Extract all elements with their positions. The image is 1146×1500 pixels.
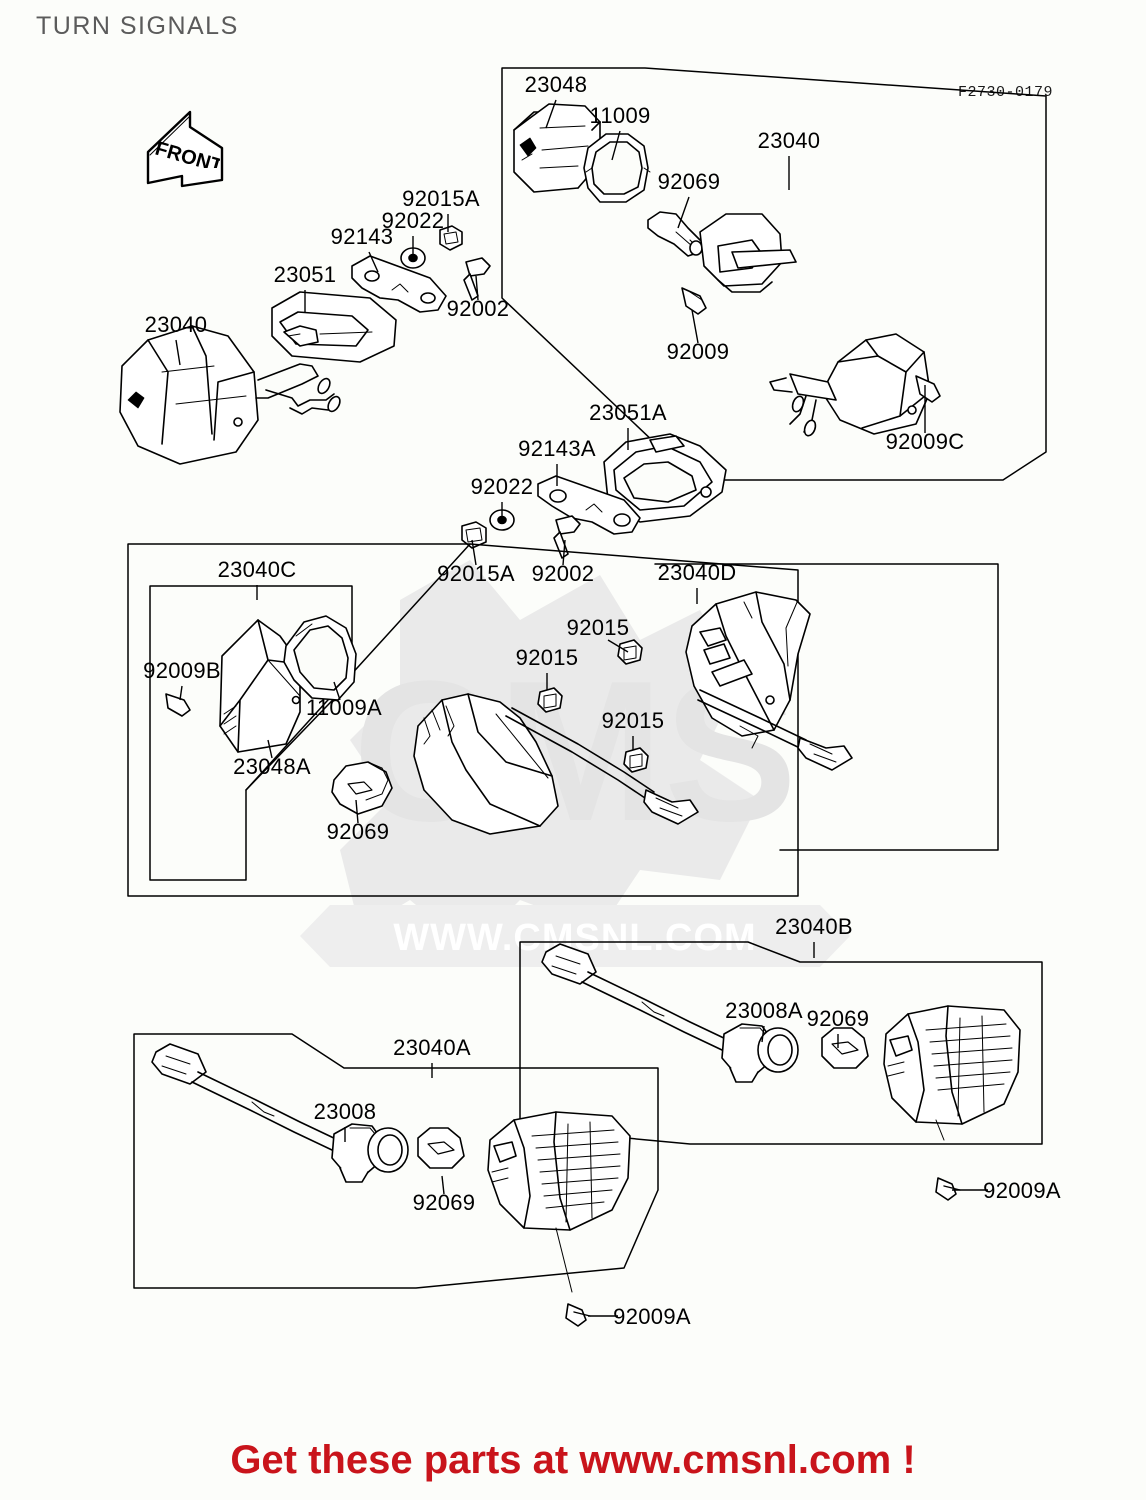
part-23040D-assembly [685,591,853,771]
part-number-label-92009a: 92009A [613,1304,691,1329]
part-number-label-92009a: 92009A [983,1178,1061,1203]
leader-line-92015a [471,539,477,566]
part-23048A-lens [219,619,301,753]
part-23040-lamp-body [769,333,931,437]
part-number-label-92069: 92069 [412,1190,476,1215]
part-number-label-23040d: 23040D [657,560,737,585]
leader-line-23040 [175,339,181,366]
part-number-label-23048a: 23048A [233,754,311,779]
part-number-label-92022: 92022 [381,208,445,233]
part-23040B-lamp [883,1005,1021,1141]
part-92009A-screw-right [935,1177,961,1201]
part-92069-bulb-middle [331,761,393,815]
part-number-label-23040: 23040 [757,128,821,153]
footer-promo-banner: Get these parts at www.cmsnl.com ! [230,1438,916,1482]
part-23008A-socket [721,1023,799,1083]
part-11009-gasket [583,133,651,203]
part-92069-bulb-B [821,1027,869,1069]
leader-line-92069 [677,196,690,229]
leader-line-92069 [355,799,359,824]
part-92015A-nut-middle [461,521,487,549]
leader-line-92009b [179,685,183,701]
part-number-label-92009b: 92009B [143,658,221,683]
part-92069-bulb-top [647,211,703,257]
part-92015-nut-c [623,747,649,773]
part-92009-screw [681,287,707,315]
leader-line-23008a [761,1025,765,1043]
part-number-label-11009a: 11009A [305,695,383,720]
part-number-label-92002: 92002 [531,561,595,586]
page-title: TURN SIGNALS [36,12,239,40]
part-wire-connector-middle [505,707,699,825]
group-box-23040A [133,1033,659,1289]
part-92009C-screw [915,375,941,403]
leader-line-92143 [368,251,379,273]
part-92015-nut-a [617,639,643,665]
part-number-label-92143a: 92143A [518,436,596,461]
part-wire-connector-A [151,1043,339,1151]
part-92069-bulb-A [417,1127,465,1169]
part-number-label-23040c: 23040C [217,557,297,582]
part-number-label-23040b: 23040B [775,914,853,939]
part-wire-connector-B [541,943,729,1051]
part-92015-nut-b [537,687,563,713]
part-11009A-gasket [283,615,357,701]
group-divider-middle [245,543,471,791]
callout-leader-lines [175,99,988,1317]
part-23040-lamp-body-left [119,325,341,465]
part-number-label-23040: 23040 [144,312,208,337]
front-direction-arrow-icon [146,110,224,188]
group-box-23040C [127,543,799,897]
part-number-label-92069: 92069 [806,1006,870,1031]
part-23008-socket [331,1123,409,1183]
part-number-label-23048: 23048 [524,72,588,97]
part-number-label-92015: 92015 [601,708,665,733]
leader-line-23048a [267,739,273,759]
part-signal-body-middle-center [413,693,559,835]
part-92143A-plate [537,475,641,535]
group-box-23040 [501,67,1047,481]
part-number-label-23008: 23008 [313,1099,377,1124]
front-arrow-label-svg: FRONT [153,138,225,178]
leader-line-11009 [611,130,621,161]
part-92143-plate [351,255,447,313]
part-92009B-screw [165,693,191,717]
part-number-label-92015a: 92015A [402,186,480,211]
part-23040A-lens [487,1111,631,1293]
group-box-23040D [654,563,999,851]
part-number-label-23008a: 23008A [725,998,803,1023]
part-number-label-23051: 23051 [273,262,337,287]
part-number-label-92002: 92002 [446,296,510,321]
front-arrow-text: FRONT [153,138,220,168]
part-number-label-92009c: 92009C [885,429,965,454]
front-arrow-label-wrapper: FRONT [150,122,225,178]
part-number-label-23051a: 23051A [589,400,667,425]
part-number-label-11009: 11009 [589,103,651,128]
leader-line-92069 [441,1175,445,1195]
part-number-label-92143: 92143 [330,224,394,249]
part-number-label-92069: 92069 [326,819,390,844]
leader-line-92015 [607,639,629,653]
part-23051A-stay [603,433,727,523]
part-number-label-92015a: 92015A [437,561,515,586]
part-23040-housing-upper [699,213,797,293]
part-number-label-92022: 92022 [470,474,534,499]
part-92015A-nut-upper [439,225,463,251]
part-92002-bolt-upper [463,257,491,301]
part-number-label-92015: 92015 [566,615,630,640]
part-92009A-screw-bottom [565,1303,591,1327]
leader-line-11009a [333,681,341,701]
part-number-label-92009: 92009 [666,339,730,364]
part-number-label-92069: 92069 [657,169,721,194]
leader-line-92002 [475,275,479,301]
leader-line-92002 [562,539,566,566]
part-number-label-23040a: 23040A [393,1035,471,1060]
leader-line-92009 [691,309,699,344]
part-number-label-92015: 92015 [515,645,579,670]
part-23051-stay [271,291,397,363]
leader-line-23048 [545,99,557,129]
